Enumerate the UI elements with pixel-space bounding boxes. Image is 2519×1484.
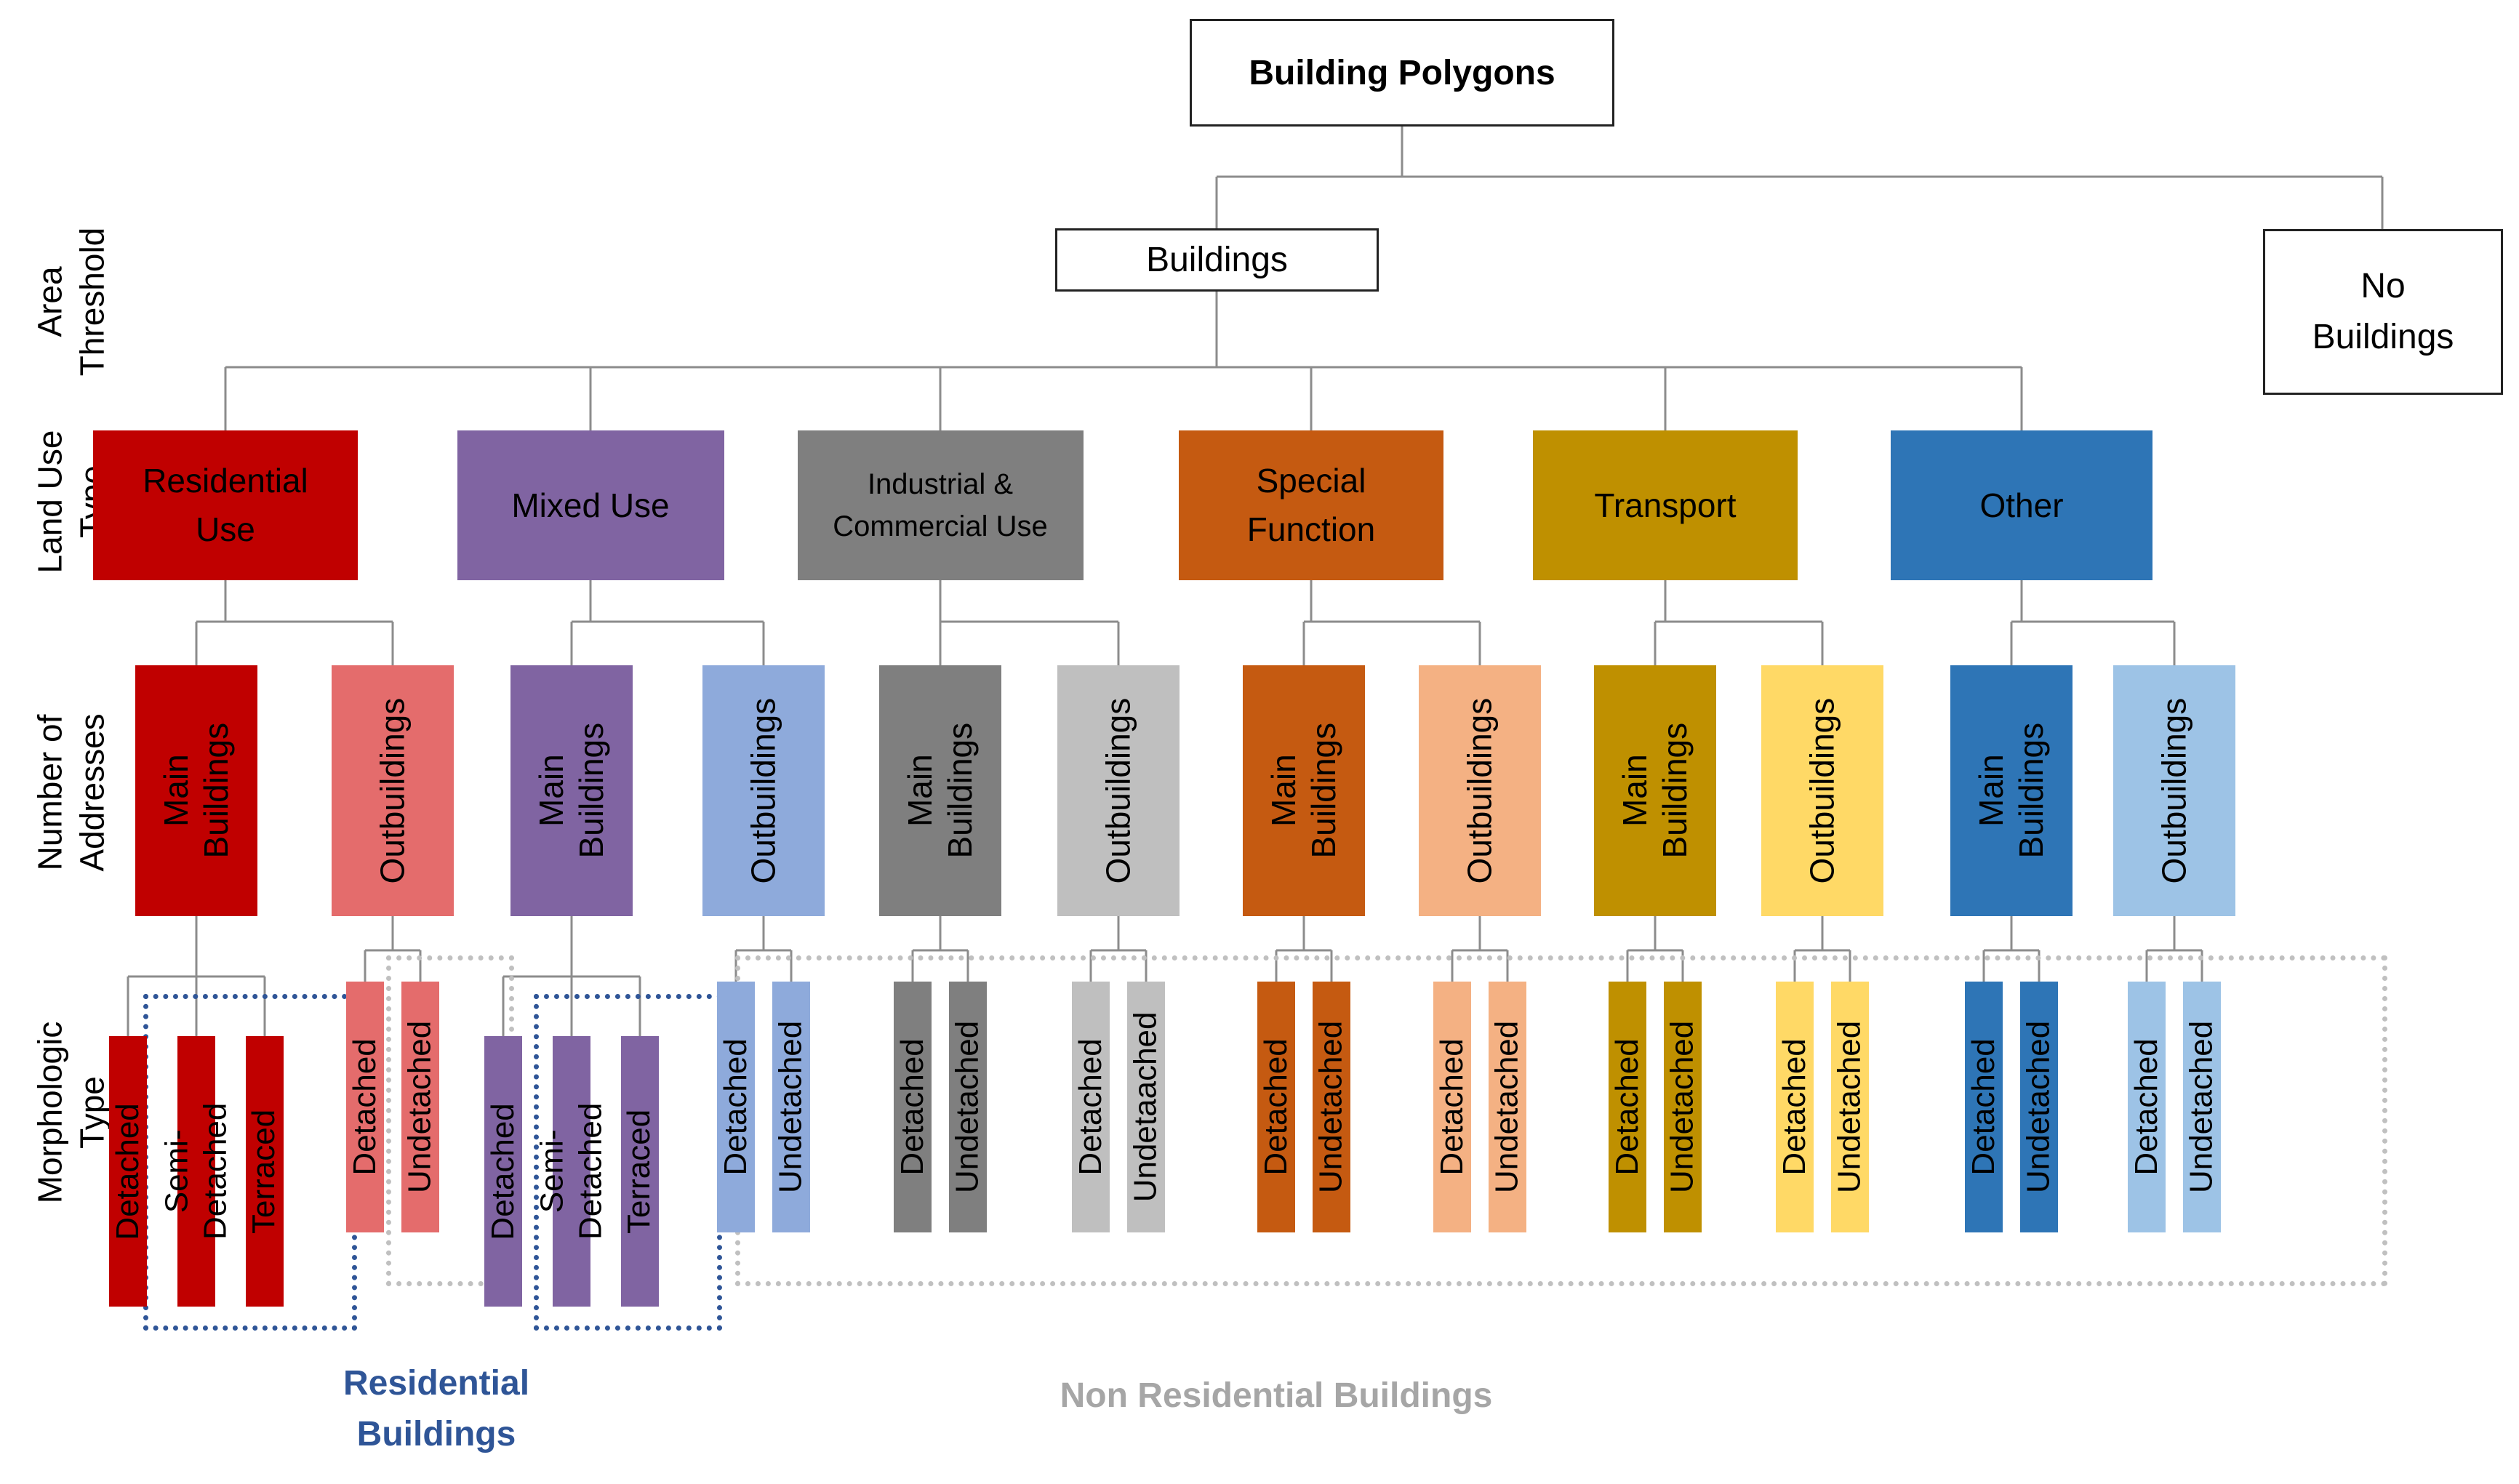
no-buildings-node-label: No Buildings: [2312, 267, 2454, 356]
morphologic-type-node-label: Detached: [109, 1102, 145, 1240]
land-use-node-label: Transport: [1594, 486, 1737, 524]
land-use-node-label: Other: [1979, 486, 2064, 524]
outbuildings-node: Outbuildings: [702, 665, 825, 916]
morphologic-type-node-label: Terraced: [246, 1109, 282, 1234]
morphologic-type-node: Detached: [894, 982, 932, 1232]
morphologic-type-node: Detached: [717, 982, 755, 1232]
main-buildings-node-label: Main Buildings: [900, 723, 979, 859]
land-use-node-label: Special Function: [1246, 462, 1376, 548]
outbuildings-node: Outbuildings: [1419, 665, 1541, 916]
main-buildings-node-label: Main Buildings: [156, 723, 235, 859]
morphologic-type-node: Detached: [1433, 982, 1471, 1232]
morphologic-type-node-label: Detached: [1072, 1038, 1108, 1176]
morphologic-type-node-label: Detached: [346, 1038, 383, 1176]
morphologic-type-node-label: Detached: [1776, 1038, 1812, 1176]
morphologic-type-node-label: Detached: [1609, 1038, 1645, 1176]
main-buildings-node: Main Buildings: [1243, 665, 1365, 916]
no-buildings-node: No Buildings: [2263, 229, 2503, 395]
morphologic-type-node: Undetached: [2183, 982, 2221, 1232]
morphologic-type-node-label: Undetached: [401, 1020, 438, 1194]
land-use-node: Special Function: [1179, 430, 1443, 580]
outbuildings-node-label: Outbuildings: [1803, 697, 1841, 884]
buildings-node: Buildings: [1055, 228, 1379, 292]
morphologic-type-node: Detached: [484, 1036, 522, 1307]
main-buildings-node-label: Main Buildings: [1264, 723, 1342, 859]
morphologic-type-node: Terraced: [246, 1036, 284, 1307]
morphologic-type-node: Terraced: [621, 1036, 659, 1307]
residential-buildings-caption: Residential Buildings: [343, 1364, 530, 1453]
morphologic-type-node: Undetached: [949, 982, 987, 1232]
morphologic-type-node: Undetached: [2020, 982, 2058, 1232]
morphologic-type-node-label: Undetached: [1831, 1020, 1867, 1194]
main-buildings-node-label: Main Buildings: [1971, 723, 2050, 859]
morphologic-type-node-label: Terraced: [621, 1109, 657, 1234]
morphologic-type-node: Detached: [1257, 982, 1295, 1232]
morphologic-type-node: Undetached: [1489, 982, 1526, 1232]
land-use-node: Residential Use: [93, 430, 358, 580]
morphologic-type-node-label: Detached: [484, 1102, 521, 1240]
morphologic-type-node: Detached: [2128, 982, 2166, 1232]
morphologic-type-node: Undetached: [401, 982, 439, 1232]
outbuildings-node: Outbuildings: [2113, 665, 2235, 916]
outbuildings-node-label: Outbuildings: [1460, 697, 1499, 884]
morphologic-type-node-label: Undetaached: [1127, 1011, 1164, 1203]
main-buildings-node: Main Buildings: [510, 665, 633, 916]
outbuildings-node-label: Outbuildings: [373, 697, 412, 884]
land-use-node: Industrial & Commercial Use: [797, 430, 1084, 580]
morphologic-type-node-label: Semi-Detached: [159, 1102, 233, 1240]
morphologic-type-node-label: Undetached: [772, 1020, 809, 1194]
morphologic-type-node: Detached: [1965, 982, 2003, 1232]
outbuildings-node: Outbuildings: [1761, 665, 1883, 916]
land-use-node-label: Residential Use: [143, 462, 308, 548]
morphologic-type-node: Undetached: [1831, 982, 1869, 1232]
morphologic-type-node-label: Undetached: [1489, 1020, 1525, 1194]
outbuildings-node-label: Outbuildings: [2155, 697, 2193, 884]
morphologic-type-node-label: Detached: [717, 1038, 753, 1176]
morphologic-type-node-label: Detached: [2128, 1038, 2164, 1176]
non-residential-buildings-caption: Non Residential Buildings: [1060, 1376, 1493, 1415]
morphologic-type-node: Detached: [1072, 982, 1110, 1232]
outbuildings-node-label: Outbuildings: [744, 697, 782, 884]
root-node: Building Polygons: [1190, 19, 1614, 127]
land-use-node: Other: [1891, 430, 2152, 580]
main-buildings-node: Main Buildings: [135, 665, 257, 916]
outbuildings-node: Outbuildings: [332, 665, 454, 916]
morphologic-type-node: Undetached: [1664, 982, 1702, 1232]
land-use-node: Transport: [1533, 430, 1798, 580]
morphologic-type-node-label: Detached: [1257, 1038, 1294, 1176]
morphologic-type-node: Semi-Detached: [534, 1036, 608, 1307]
land-use-node-label: Industrial & Commercial Use: [833, 468, 1048, 542]
morphologic-type-node: Undetached: [1313, 982, 1350, 1232]
morphologic-type-node-label: Detached: [1965, 1038, 2001, 1176]
main-buildings-node: Main Buildings: [879, 665, 1001, 916]
morphologic-type-node-label: Semi-Detached: [534, 1102, 609, 1240]
morphologic-type-node-label: Undetached: [949, 1020, 985, 1194]
morphologic-type-node-label: Undetached: [2020, 1020, 2057, 1194]
morphologic-type-node: Detached: [346, 982, 384, 1232]
main-buildings-node-label: Main Buildings: [532, 723, 610, 859]
main-buildings-node-label: Main Buildings: [1615, 723, 1694, 859]
morphologic-type-node: Detached: [1609, 982, 1646, 1232]
main-buildings-node: Main Buildings: [1594, 665, 1716, 916]
buildings-node-label: Buildings: [1146, 241, 1288, 279]
root-node-label: Building Polygons: [1249, 53, 1555, 92]
morphologic-type-node-label: Undetached: [1313, 1020, 1349, 1194]
morphologic-type-node: Detached: [1776, 982, 1814, 1232]
outbuildings-node-label: Outbuildings: [1099, 697, 1137, 884]
morphologic-type-node-label: Undetached: [2183, 1020, 2219, 1194]
land-use-node-label: Mixed Use: [511, 486, 670, 524]
morphologic-type-node: Semi-Detached: [159, 1036, 233, 1307]
morphologic-type-node: Undetaached: [1127, 982, 1165, 1232]
morphologic-type-node: Detached: [109, 1036, 147, 1307]
land-use-node: Mixed Use: [457, 430, 724, 580]
outbuildings-node: Outbuildings: [1057, 665, 1180, 916]
morphologic-type-node-label: Undetached: [1664, 1020, 1700, 1194]
main-buildings-node: Main Buildings: [1950, 665, 2073, 916]
morphologic-type-node: Undetached: [772, 982, 810, 1232]
morphologic-type-node-label: Detached: [894, 1038, 930, 1176]
morphologic-type-node-label: Detached: [1433, 1038, 1470, 1176]
